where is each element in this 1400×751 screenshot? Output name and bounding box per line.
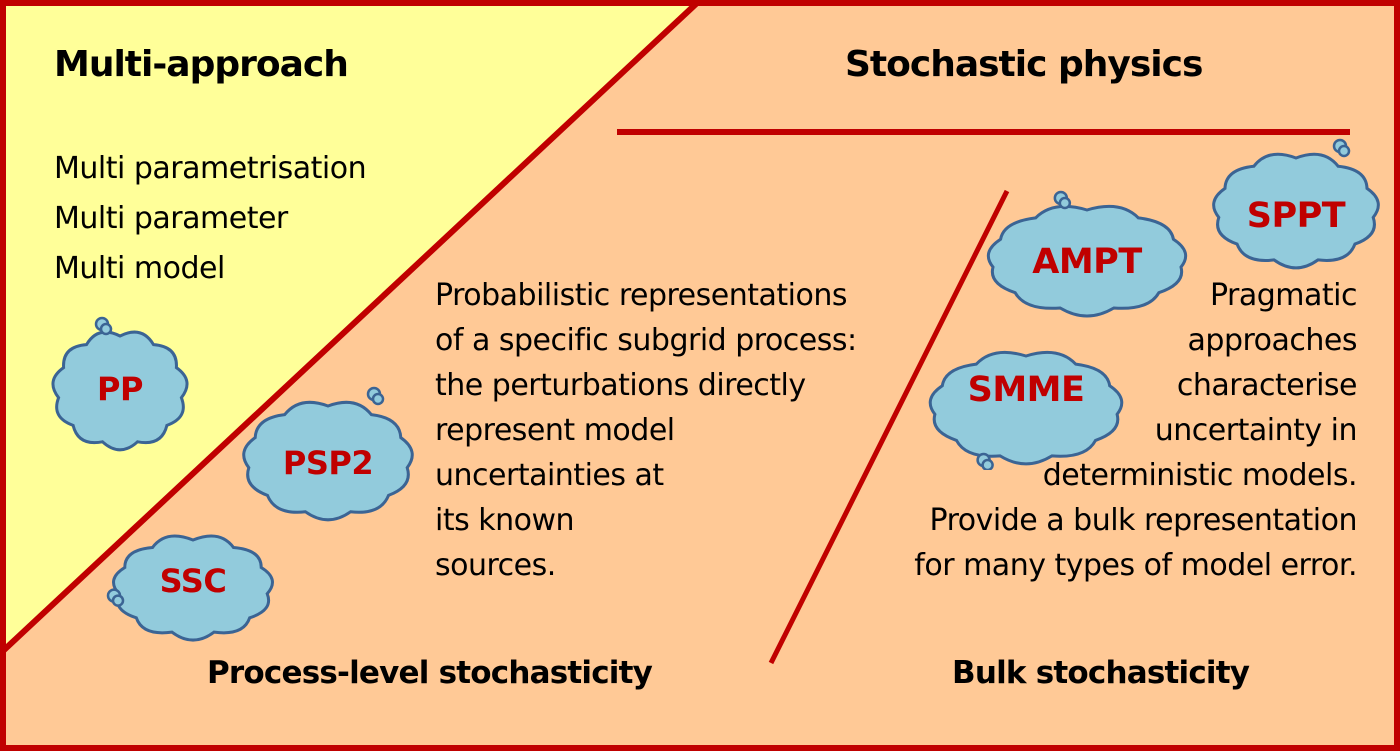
cloud-label: AMPT xyxy=(1032,242,1142,282)
description-line: sources. xyxy=(435,548,556,583)
stochastic-physics-title: Stochastic physics xyxy=(845,44,1203,85)
multi-approach-list: Multi parametrisation Multi parameter Mu… xyxy=(54,144,367,294)
cloud-shape xyxy=(51,330,189,452)
description-line: uncertainties at xyxy=(435,458,664,493)
description-line: Provide a bulk representation xyxy=(929,503,1358,538)
description-line: approaches xyxy=(1187,323,1358,358)
multi-approach-item: Multi model xyxy=(54,251,225,286)
cloud-icon xyxy=(928,350,1124,472)
cloud-psp2: PSP2 xyxy=(234,386,422,526)
cloud-smme: SMME xyxy=(920,336,1132,472)
cloud-label: SSC xyxy=(159,562,227,600)
cloud-icon xyxy=(51,316,189,452)
bulk-footer: Bulk stochasticity xyxy=(952,655,1250,691)
diagonal-divider xyxy=(1,0,700,653)
process-level-description: Probabilistic representations of a speci… xyxy=(435,273,857,588)
description-line: the perturbations directly xyxy=(435,368,806,403)
multi-approach-title: Multi-approach xyxy=(54,44,349,85)
cloud-shape xyxy=(928,350,1124,466)
cloud-tail-bubble xyxy=(111,594,125,607)
cloud-ampt: AMPT xyxy=(978,190,1196,322)
description-line: represent model xyxy=(435,413,675,448)
description-line: Probabilistic representations xyxy=(435,278,847,313)
cloud-tail-bubble xyxy=(1337,144,1351,158)
description-line: deterministic models. xyxy=(1042,458,1358,493)
cloud-tail-bubble xyxy=(1058,196,1072,210)
cloud-ssc: SSC xyxy=(104,520,282,646)
cloud-icon xyxy=(986,190,1188,318)
description-line: uncertainty in xyxy=(1154,413,1358,448)
cloud-shape xyxy=(1212,152,1380,270)
description-line: characterise xyxy=(1176,368,1358,403)
cloud-shape xyxy=(986,204,1188,318)
cloud-icon xyxy=(242,386,414,522)
multi-approach-item: Multi parametrisation xyxy=(54,151,367,186)
cloud-pp: PP xyxy=(44,316,196,456)
cloud-icon xyxy=(106,534,274,642)
description-line: for many types of model error. xyxy=(914,548,1357,583)
process-bulk-divider xyxy=(768,189,1010,665)
cloud-icon xyxy=(1212,138,1380,270)
cloud-label: SMME xyxy=(967,370,1085,410)
cloud-label: SPPT xyxy=(1246,196,1346,236)
description-line: its known xyxy=(435,503,575,538)
cloud-sppt: SPPT xyxy=(1204,138,1388,274)
cloud-shape xyxy=(242,400,414,522)
multi-approach-item: Multi parameter xyxy=(54,201,288,236)
cloud-label: PP xyxy=(97,370,143,408)
bulk-description: Pragmatic approaches characterise uncert… xyxy=(914,273,1357,588)
description-line: of a specific subgrid process: xyxy=(435,323,857,358)
process-level-footer: Process-level stochasticity xyxy=(207,655,653,691)
cloud-tail-bubble xyxy=(99,322,113,336)
cloud-tail-bubble xyxy=(371,392,385,406)
description-line: Pragmatic xyxy=(1209,278,1358,313)
cloud-shape xyxy=(112,534,274,642)
cloud-tail-bubble xyxy=(981,458,994,472)
cloud-label: PSP2 xyxy=(282,444,374,482)
